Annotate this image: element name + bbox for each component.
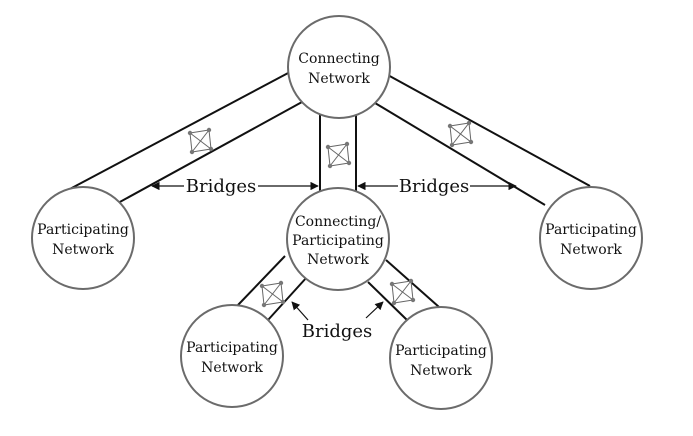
node-label-line: Participating — [545, 222, 637, 238]
bridges-right-text: Bridges — [399, 176, 470, 197]
node-label-line: Network — [308, 71, 370, 87]
node-label-line: Network — [201, 360, 263, 376]
node-label-line: Network — [52, 242, 114, 258]
node-connecting-participating-network: Connecting/ Participating Network — [286, 187, 390, 291]
bridges-label-left: Bridges — [151, 176, 319, 197]
node-label-line: Network — [560, 242, 622, 258]
bridges-left-text: Bridges — [186, 176, 257, 197]
network-mesh-icon — [259, 280, 286, 308]
node-label-line: Connecting/ — [295, 214, 381, 230]
node-label-line: Participating — [395, 343, 487, 359]
node-connecting-network: Connecting Network — [287, 15, 391, 119]
node-label-line: Participating — [292, 233, 384, 249]
node-label-line: Participating — [186, 340, 278, 356]
node-participating-network-bottom-left: Participating Network — [180, 304, 284, 408]
network-mesh-icon — [389, 278, 416, 306]
node-participating-network-right: Participating Network — [539, 186, 643, 290]
node-label-line: Connecting — [298, 51, 379, 67]
node-participating-network-bottom-right: Participating Network — [389, 306, 493, 410]
node-label-line: Network — [410, 363, 472, 379]
network-mesh-icon — [187, 127, 214, 155]
bridge-middle-bottom-right — [367, 259, 440, 321]
node-participating-network-left: Participating Network — [31, 186, 135, 290]
bridge-top-middle — [319, 115, 357, 193]
node-label-line: Participating — [37, 222, 129, 238]
network-mesh-icon — [325, 141, 352, 169]
bridges-label-right: Bridges — [357, 176, 517, 197]
bridge-middle-bottom-left — [237, 255, 308, 321]
node-label-line: Network — [307, 252, 369, 268]
bridge-top-left — [67, 71, 303, 204]
network-mesh-icon — [447, 120, 474, 148]
bridges-bottom-text: Bridges — [302, 321, 373, 342]
bridges-label-bottom: Bridges — [291, 301, 384, 342]
